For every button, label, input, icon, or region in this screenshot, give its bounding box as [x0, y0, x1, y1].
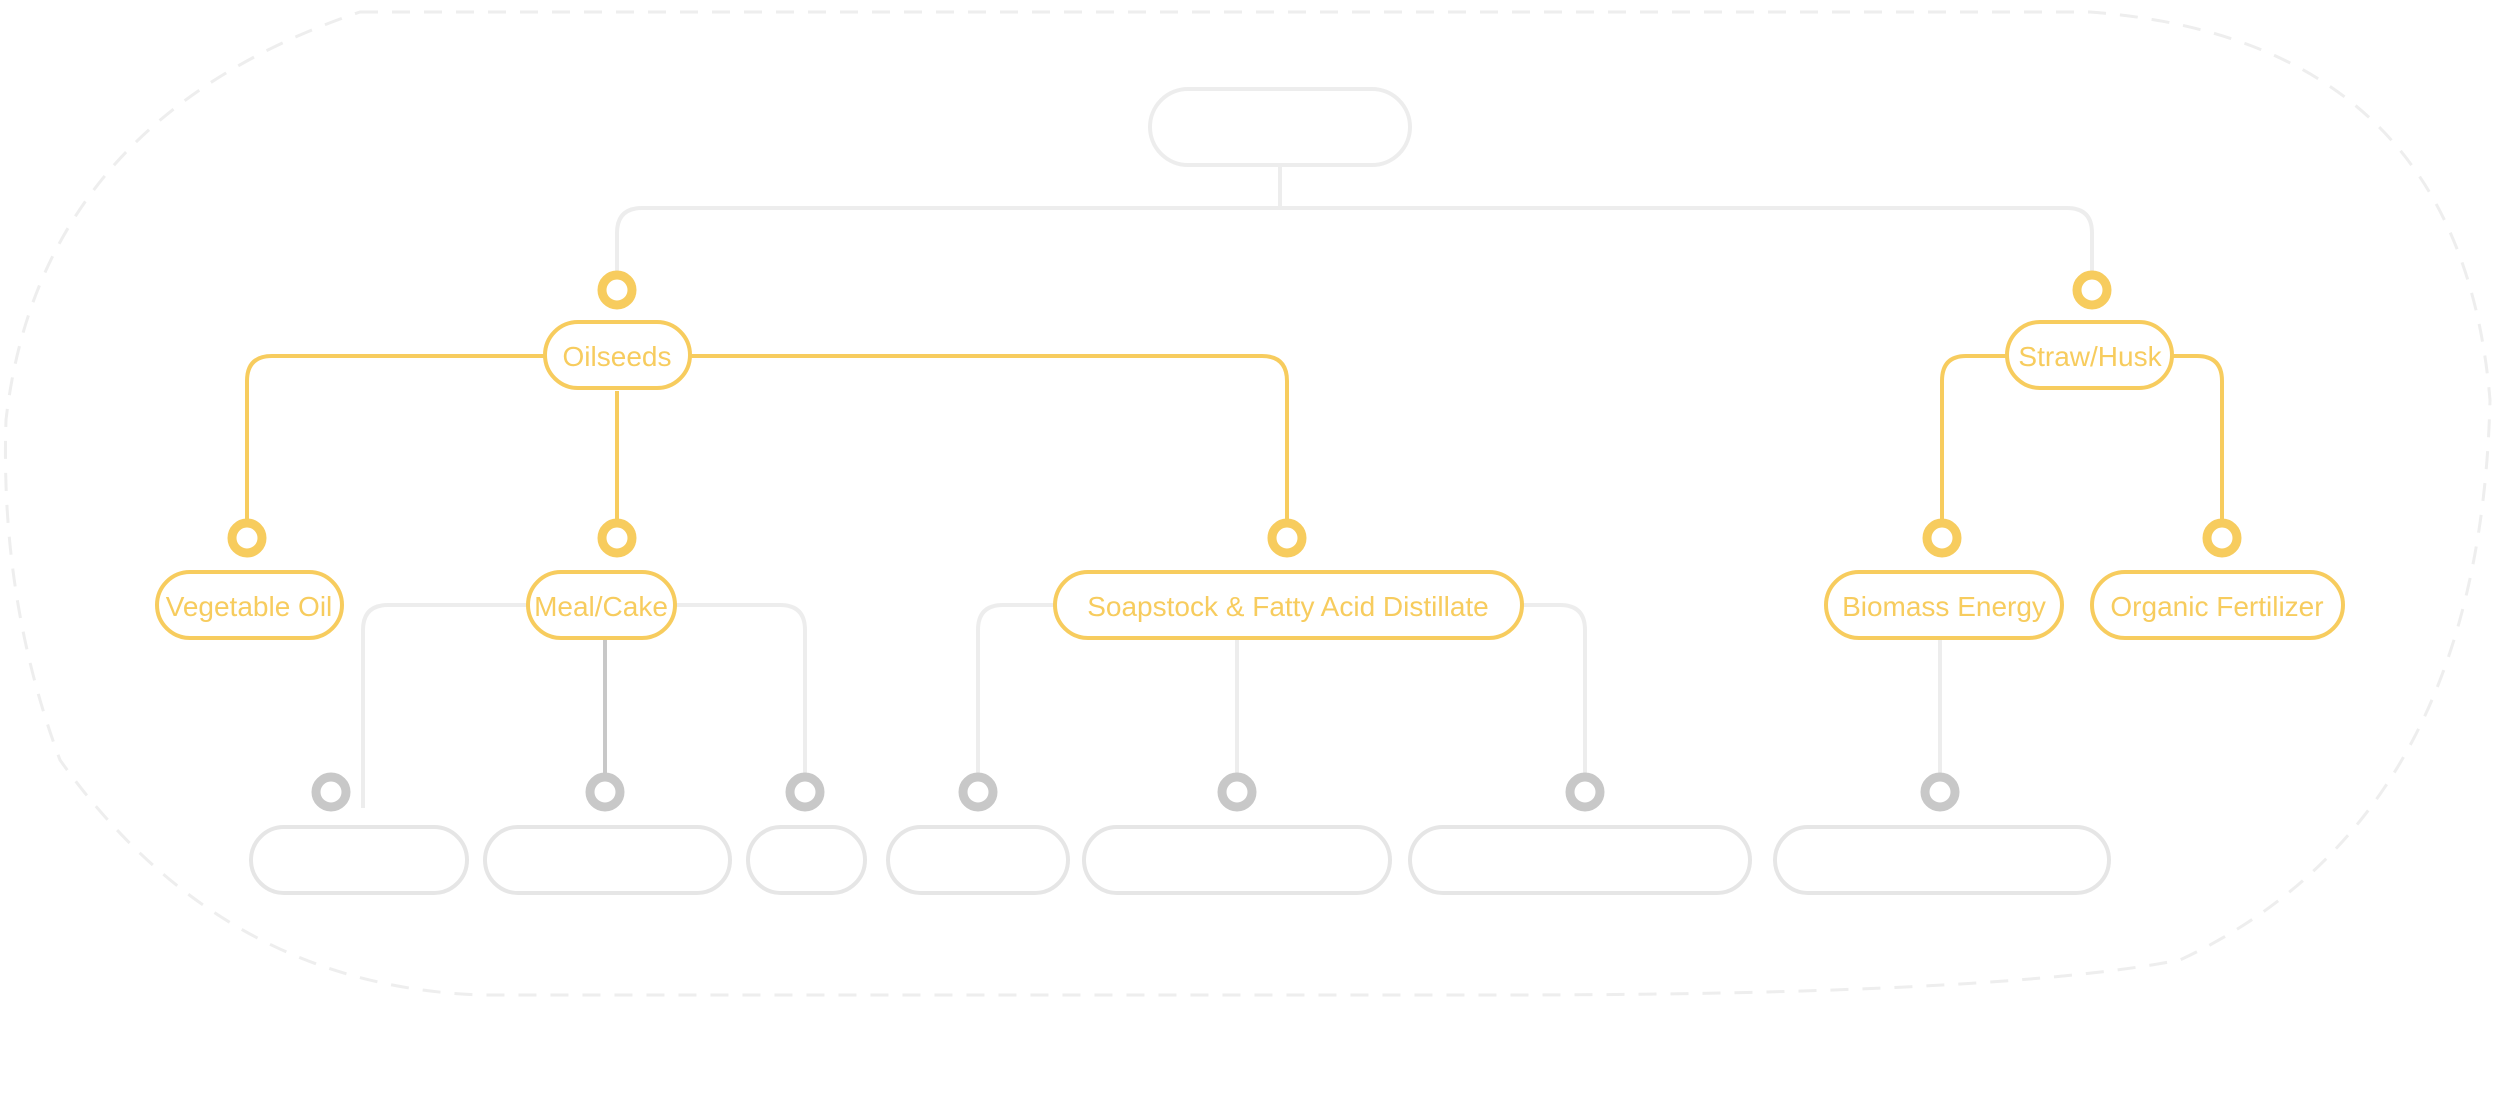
- dot-soapstock: [1267, 518, 1307, 558]
- node-soapstock-label: Soapstock & Fatty Acid Distillate: [1087, 591, 1489, 622]
- node-oilseeds: Oilseeds: [543, 320, 692, 390]
- dot-leaf-7: [1920, 772, 1960, 812]
- dot-leaf-6: [1565, 772, 1605, 812]
- node-soapstock: Soapstock & Fatty Acid Distillate: [1053, 570, 1524, 640]
- connector-root-straw: [1280, 206, 2094, 290]
- node-organic-fertilizer: Organic Fertilizer: [2090, 570, 2345, 640]
- node-leaf-5: [1082, 825, 1392, 895]
- node-organic-fertilizer-label: Organic Fertilizer: [2110, 591, 2323, 622]
- node-meal-cake: Meal/Cake: [526, 570, 677, 640]
- dot-leaf-5: [1217, 772, 1257, 812]
- connector-soap-leaf-4: [976, 603, 1055, 775]
- node-straw-husk: Straw/Husk: [2005, 320, 2174, 390]
- dot-leaf-4: [958, 772, 998, 812]
- connector-meal-leaf-3: [675, 603, 807, 775]
- connector-oilseeds-vegetable-oil: [245, 354, 545, 538]
- node-vegetable-oil: Vegetable Oil: [155, 570, 344, 640]
- leaf-nodes: [249, 825, 2111, 895]
- root-connectors: [615, 165, 2094, 290]
- connector-straw-biomass: [1940, 354, 2007, 538]
- dot-oilseeds: [597, 270, 637, 310]
- node-meal-cake-label: Meal/Cake: [534, 591, 668, 622]
- node-biomass-energy-label: Biomass Energy: [1842, 591, 2046, 622]
- node-vegetable-oil-label: Vegetable Oil: [166, 591, 333, 622]
- dot-leaf-2: [585, 772, 625, 812]
- connector-straw-fertilizer: [2172, 354, 2224, 538]
- dot-vegetable-oil: [227, 518, 267, 558]
- dot-organic-fertilizer: [2202, 518, 2242, 558]
- node-oilseeds-label: Oilseeds: [563, 341, 672, 372]
- node-leaf-2: [483, 825, 732, 895]
- node-biomass-energy: Biomass Energy: [1824, 570, 2064, 640]
- connector-root-oilseeds: [615, 206, 1280, 290]
- dot-meal-cake: [597, 518, 637, 558]
- node-leaf-1: [249, 825, 469, 895]
- connector-soap-leaf-6: [1522, 603, 1587, 775]
- dot-biomass-energy: [1922, 518, 1962, 558]
- accent-connectors: [245, 354, 2224, 538]
- background-halo: [3, 10, 2492, 997]
- connector-oilseeds-soapstock: [690, 354, 1289, 538]
- accent-dots: [227, 270, 2242, 558]
- node-leaf-4: [886, 825, 1070, 895]
- node-straw-husk-label: Straw/Husk: [2018, 341, 2162, 372]
- node-leaf-3: [746, 825, 867, 895]
- connector-meal-leaf-1: [361, 603, 528, 808]
- node-root: [1148, 87, 1412, 167]
- muted-dots: [311, 772, 1960, 812]
- leaf-connectors: [361, 603, 1942, 808]
- dot-leaf-3: [785, 772, 825, 812]
- node-leaf-6: [1408, 825, 1752, 895]
- node-leaf-7: [1773, 825, 2111, 895]
- dot-straw-husk: [2072, 270, 2112, 310]
- dot-leaf-1: [311, 772, 351, 812]
